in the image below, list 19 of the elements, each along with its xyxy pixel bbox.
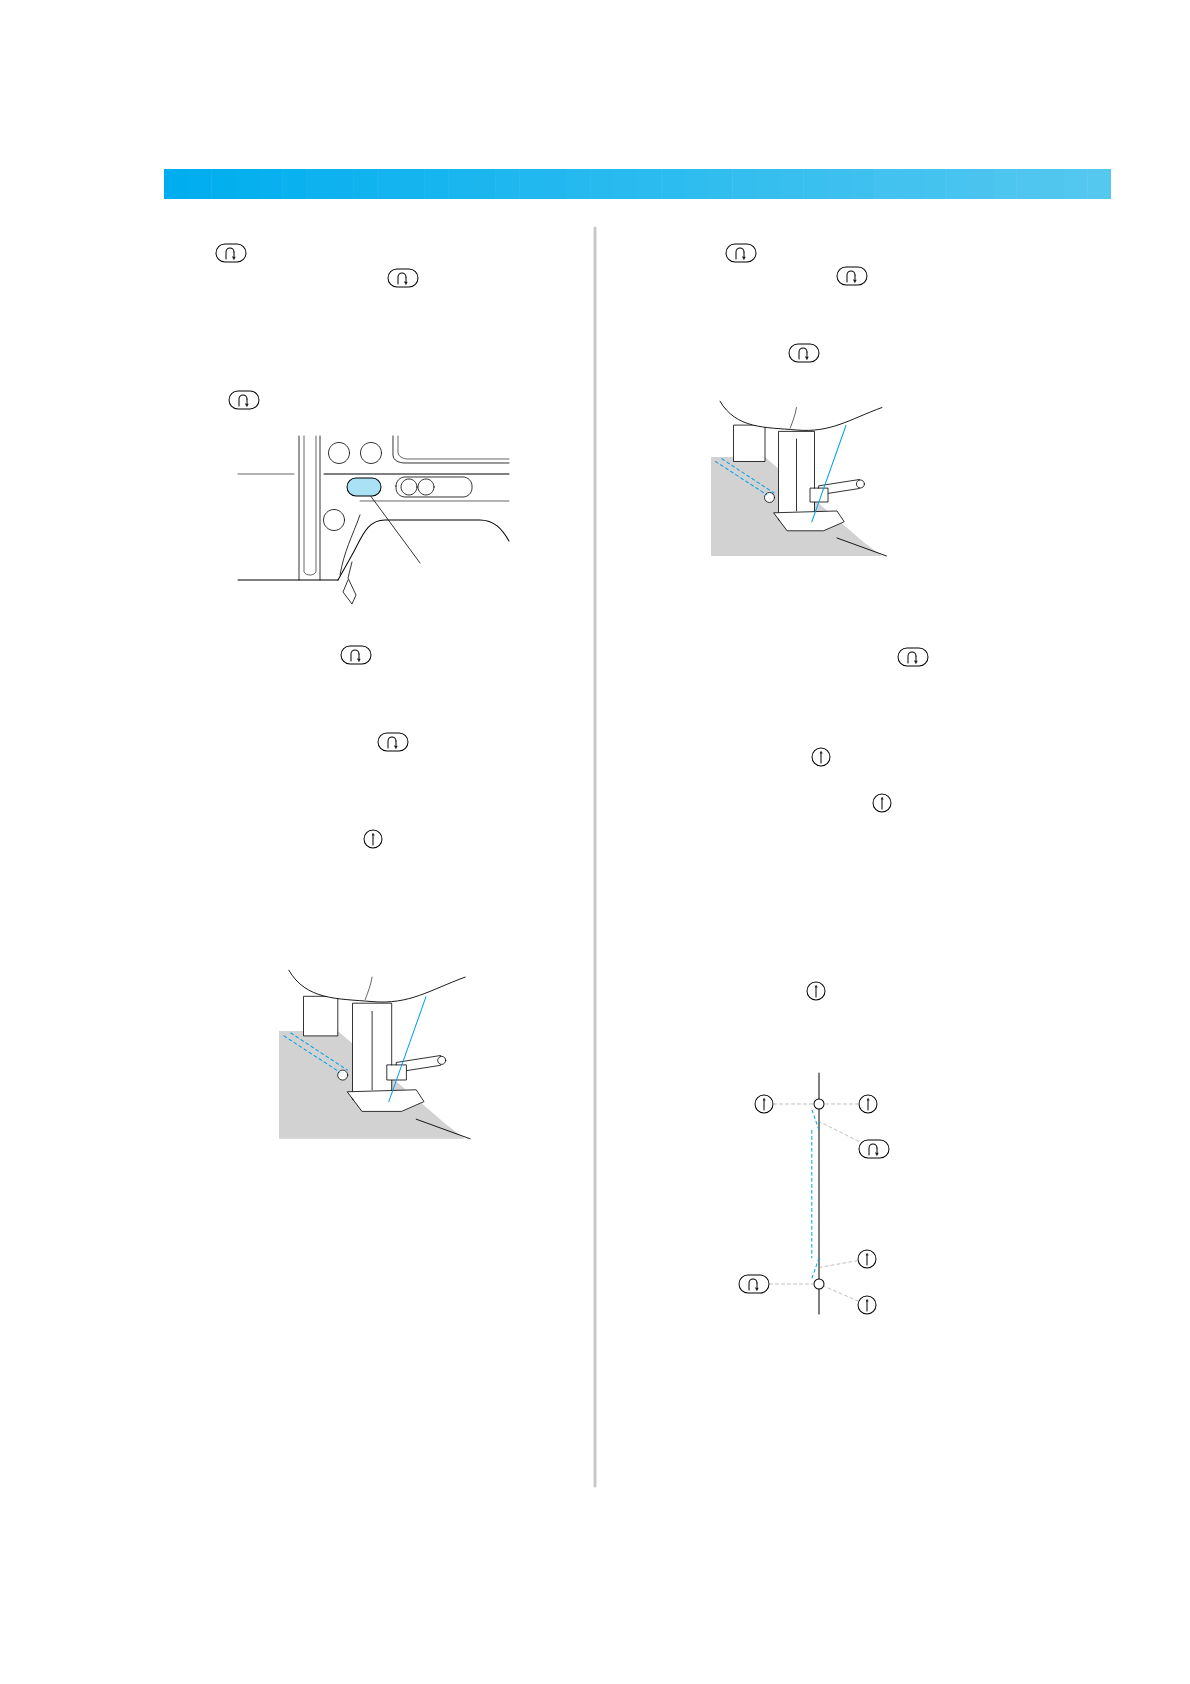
stitch-point bbox=[813, 1098, 825, 1110]
panel-button bbox=[346, 477, 382, 497]
leader-line bbox=[769, 1283, 814, 1285]
leader-line bbox=[370, 496, 421, 564]
reverse-button-icon bbox=[858, 1139, 890, 1159]
leader-line bbox=[823, 1285, 859, 1302]
stitch-line bbox=[811, 1129, 813, 1259]
stitch-point bbox=[813, 1278, 825, 1290]
needle-button-icon bbox=[754, 1094, 774, 1114]
leader-line bbox=[824, 1103, 859, 1105]
leader-line bbox=[773, 1103, 814, 1105]
reverse-button-icon bbox=[738, 1274, 770, 1294]
leader-line bbox=[819, 1121, 859, 1142]
needle-button-icon bbox=[858, 1094, 878, 1114]
needle-button-icon bbox=[857, 1249, 877, 1269]
needle-button-icon bbox=[857, 1295, 877, 1315]
leader-line bbox=[819, 1260, 858, 1268]
reverse-stitch bbox=[811, 1257, 820, 1279]
reverse-stitch bbox=[811, 1109, 820, 1131]
